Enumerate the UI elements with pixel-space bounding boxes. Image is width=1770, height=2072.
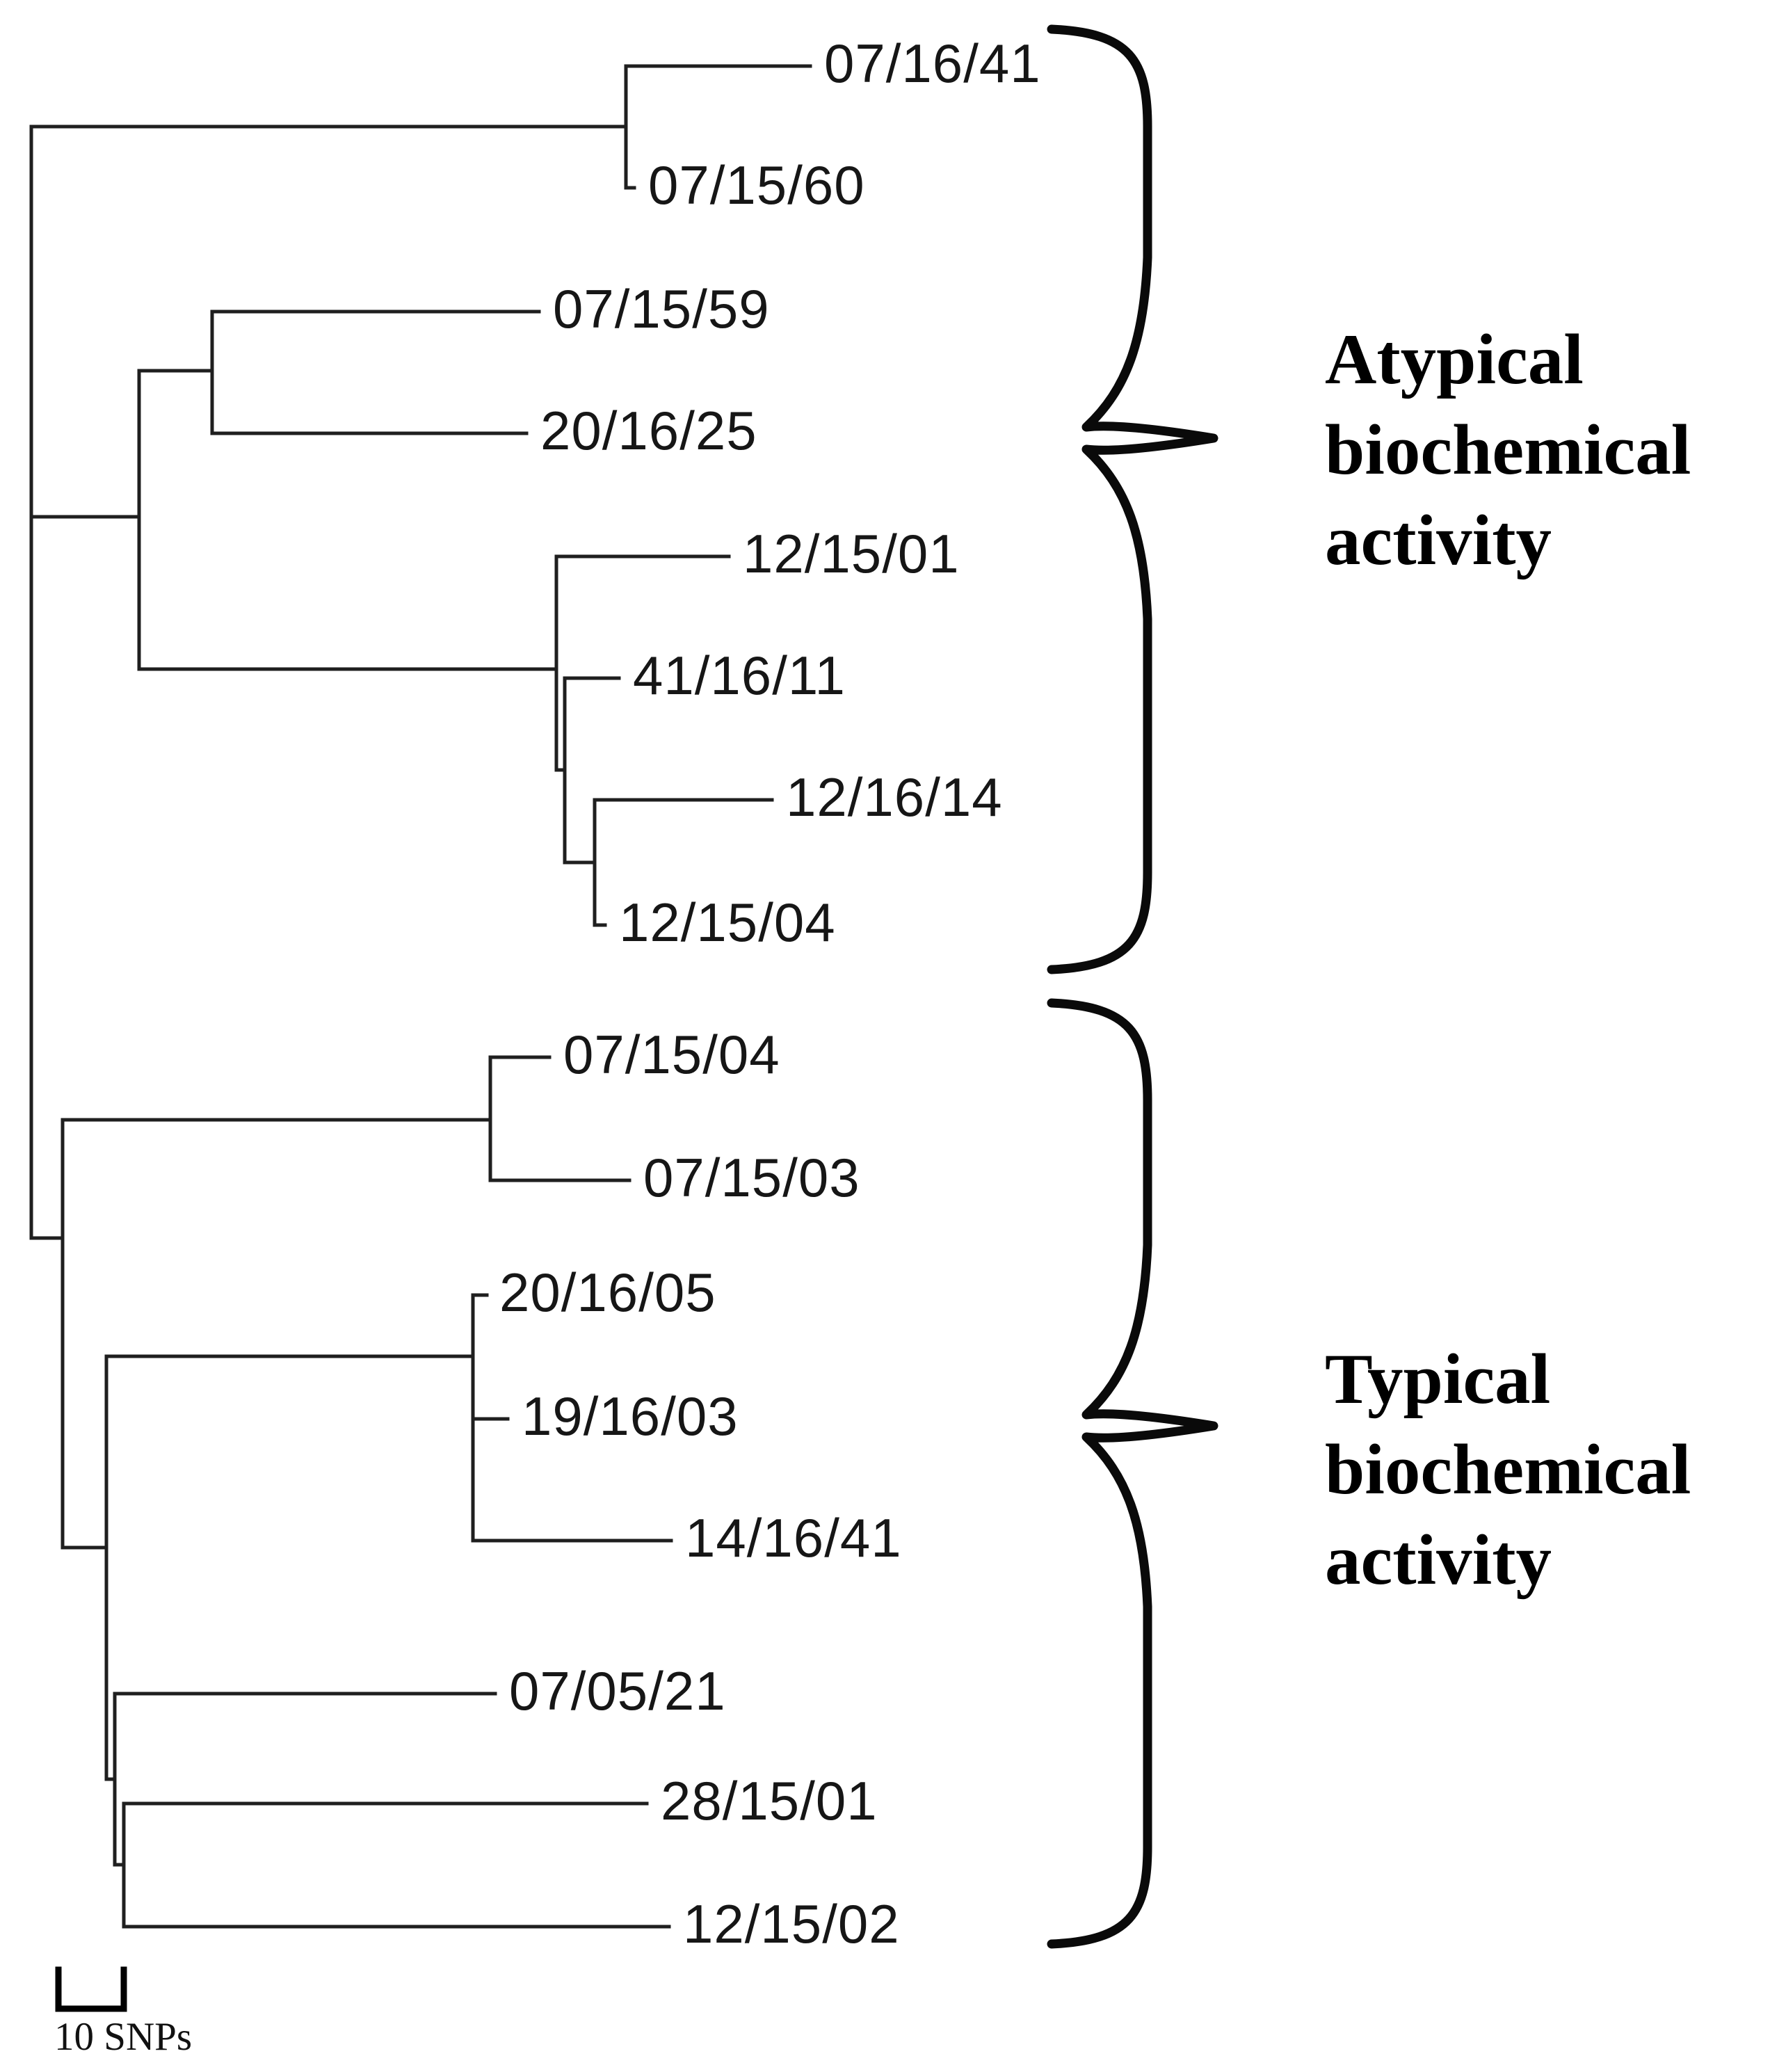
group-label-line: Atypical bbox=[1325, 320, 1584, 399]
curly-brace-atypical bbox=[1047, 24, 1218, 974]
taxon-label: 12/15/04 bbox=[619, 891, 836, 953]
taxon-label: 20/16/05 bbox=[499, 1261, 716, 1323]
curly-brace-typical bbox=[1047, 998, 1218, 1949]
group-label-line: biochemical bbox=[1325, 1430, 1691, 1509]
group-label-atypical: Atypical biochemical activity bbox=[1325, 314, 1691, 586]
group-label-line: activity bbox=[1325, 501, 1552, 580]
scale-bar bbox=[55, 1966, 127, 2012]
group-label-line: Typical bbox=[1325, 1340, 1551, 1419]
taxon-label: 07/15/04 bbox=[563, 1023, 780, 1085]
taxon-label: 07/15/03 bbox=[643, 1146, 860, 1208]
taxon-label: 14/16/41 bbox=[685, 1507, 902, 1568]
taxon-label: 12/15/01 bbox=[743, 522, 960, 584]
group-label-line: biochemical bbox=[1325, 410, 1691, 490]
group-label-typical: Typical biochemical activity bbox=[1325, 1334, 1691, 1605]
scale-bar-label: 10 SNPs bbox=[54, 2015, 192, 2059]
group-label-line: activity bbox=[1325, 1520, 1552, 1600]
taxon-label: 07/15/59 bbox=[553, 278, 770, 339]
taxon-label: 12/16/14 bbox=[786, 766, 1003, 828]
taxon-label: 41/16/11 bbox=[633, 644, 846, 706]
taxon-label: 20/16/25 bbox=[540, 399, 757, 461]
tree-branches bbox=[29, 64, 812, 1929]
taxon-label: 07/16/41 bbox=[824, 32, 1041, 94]
taxon-label: 07/05/21 bbox=[509, 1660, 726, 1721]
taxon-label: 07/15/60 bbox=[648, 154, 865, 216]
taxon-label: 12/15/02 bbox=[683, 1893, 900, 1954]
taxon-label: 19/16/03 bbox=[522, 1385, 739, 1447]
taxon-label: 28/15/01 bbox=[661, 1769, 878, 1831]
group-braces bbox=[1047, 24, 1218, 1949]
